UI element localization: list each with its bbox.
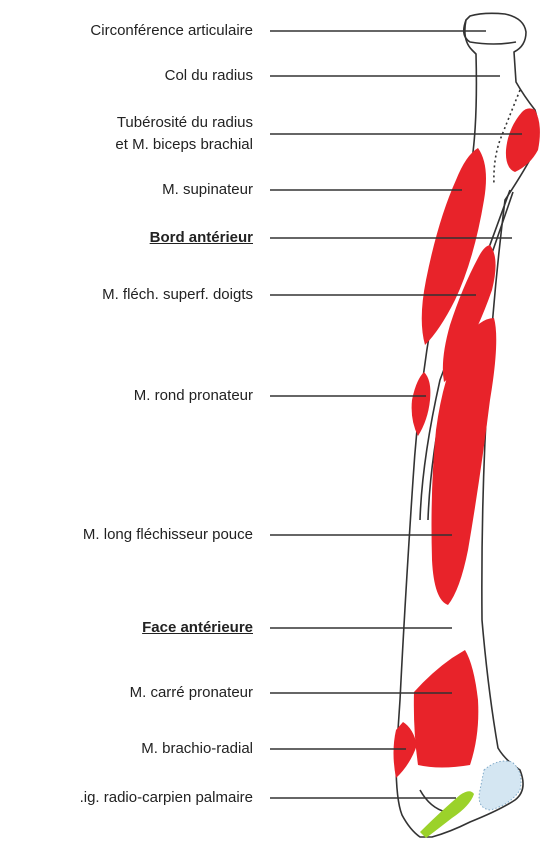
label-tuberosite-line2: et M. biceps brachial (115, 134, 253, 156)
pronator-teres-insertion (412, 372, 431, 436)
label-flech-superf-doigts: M. fléch. superf. doigts (102, 284, 253, 306)
brachioradialis-insertion (394, 722, 418, 778)
label-col-du-radius: Col du radius (165, 65, 253, 87)
label-rond-pronateur: M. rond pronateur (134, 385, 253, 407)
label-carre-pronateur: M. carré pronateur (130, 682, 253, 704)
biceps-insertion (506, 108, 540, 172)
flexor-pollicis-longus-insertion (432, 318, 497, 605)
label-face-anterieure: Face antérieure (142, 617, 253, 639)
label-ligament-radio-carpien: .ig. radio-carpien palmaire (80, 787, 253, 809)
label-tuberosite-line1: Tubérosité du radius (117, 112, 253, 134)
pronator-quadratus-insertion (414, 650, 479, 768)
radiocarpal-articular-surface (479, 761, 521, 810)
label-long-flechisseur-pouce: M. long fléchisseur pouce (83, 524, 253, 546)
label-brachio-radial: M. brachio-radial (141, 738, 253, 760)
label-bord-anterieur: Bord antérieur (150, 227, 253, 249)
label-supinateur: M. supinateur (162, 179, 253, 201)
label-circonference-articulaire: Circonférence articulaire (90, 20, 253, 42)
